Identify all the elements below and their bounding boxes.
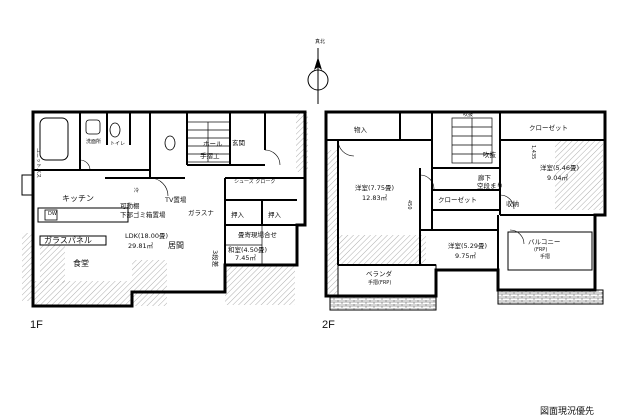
tv-wall-label: TV置場 <box>164 195 187 204</box>
western-room-1-area: 12.83㎡ <box>362 193 388 202</box>
western-room-3-label: 洋室(5.29畳) <box>448 241 487 250</box>
storage-2-label: 収納 <box>506 199 519 208</box>
unit-bath-label: ユニットバス <box>35 148 41 178</box>
western-room-3-area: 9.75㎡ <box>455 251 476 260</box>
north-arrow-icon <box>314 57 322 70</box>
entrance-label: 玄関 <box>232 138 245 147</box>
fridge-label: 冷 <box>134 187 139 194</box>
closet-2-label: クローゼット <box>438 195 477 204</box>
balcony-sub: (FRP) <box>534 247 547 253</box>
japanese-room-label: 和室(4.50畳) <box>228 245 267 254</box>
movable-shelf-label: 可動棚 <box>120 201 140 210</box>
closet-b-label: 押入 <box>268 210 282 219</box>
glass-stand-label: ガラスナ <box>188 208 214 217</box>
japanese-room-area: 7.45㎡ <box>235 253 256 262</box>
western-room-2-area: 9.04㎡ <box>547 173 568 182</box>
first-floor-label: 1F <box>30 319 43 331</box>
veranda-note: 手摺(FRP) <box>368 279 391 286</box>
glass-panel-label: ガラスパネル <box>44 235 92 245</box>
balcony-label: バルコニー <box>528 238 560 246</box>
floor-storage-label: 下部ゴミ箱置場 <box>120 210 166 219</box>
balcony-note: 手摺 <box>540 253 550 260</box>
dimension-1435: 1,435 <box>530 145 536 159</box>
veranda-label: ベランダ <box>366 269 393 278</box>
second-floor-plan: 物入 クローゼット クローゼット 洋室(7.75畳) 12.83㎡ 洋室(5.4… <box>322 110 607 331</box>
handrail-label: 手摺工 <box>200 151 220 160</box>
western-room-2-label: 洋室(5.46畳) <box>540 163 579 172</box>
compass: 真北 <box>307 38 329 104</box>
toilet-label: トイレ <box>110 141 125 147</box>
steps-label: 3段差 <box>211 250 220 268</box>
shoes-closet-label: シューズ クローク <box>234 178 275 185</box>
storage-label: 物入 <box>354 125 368 134</box>
dining-label: 食堂 <box>73 258 89 268</box>
stair-void-label: 吹抜 <box>463 111 473 118</box>
dishwasher-label: DW <box>48 211 57 217</box>
closet-1-label: クローゼット <box>529 123 568 132</box>
ldk-label: LDK(18.00畳) <box>125 232 168 240</box>
corridor-label: 廊下 <box>478 173 492 182</box>
tatami-note: 畳寄現場合せ <box>238 230 277 239</box>
void-label: 吹抜 <box>483 150 497 159</box>
hall-label: ホール <box>203 140 223 148</box>
caption-note: 図面現況優先 <box>540 405 594 417</box>
compass-label: 真北 <box>315 38 325 45</box>
first-floor-plan: ユニットバス 洗面所 トイレ ホール 玄関 手摺工 シューズ クローク キッチン… <box>21 110 308 331</box>
living-label: 居間 <box>168 241 184 250</box>
closet-a-label: 押入 <box>231 210 245 219</box>
washroom-label: 洗面所 <box>86 138 101 145</box>
second-floor-label: 2F <box>322 319 335 331</box>
dimension-450: 450 <box>406 200 412 210</box>
space-label: 空段まり <box>477 181 503 190</box>
kitchen-label: キッチン <box>62 194 94 203</box>
ldk-area: 29.81㎡ <box>128 241 154 250</box>
western-room-1-label: 洋室(7.75畳) <box>355 183 394 192</box>
